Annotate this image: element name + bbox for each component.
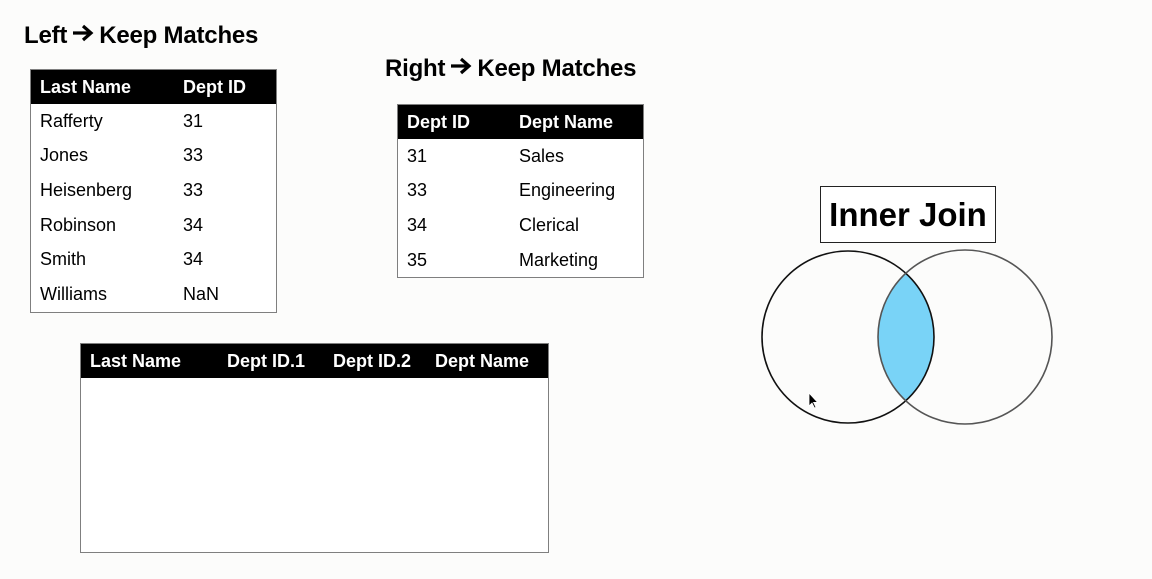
- column-header-dept-id: Dept ID: [407, 111, 470, 132]
- left-table-header: Last Name Dept ID: [31, 70, 276, 104]
- left-table-cell: Heisenberg: [40, 179, 133, 200]
- table-row: 34 Clerical: [398, 208, 643, 243]
- left-table-cell: 33: [183, 179, 204, 200]
- venn-diagram: [761, 249, 1053, 425]
- mouse-pointer-icon: [808, 392, 819, 409]
- right-heading: Right Keep Matches: [385, 55, 637, 83]
- column-header-last-name: Last Name: [90, 350, 182, 371]
- right-table-cell: Engineering: [519, 180, 616, 201]
- right-arrow-icon: [449, 55, 473, 83]
- table-row: Williams NaN: [31, 277, 276, 312]
- right-table-header: Dept ID Dept Name: [398, 105, 643, 139]
- left-table-cell: Rafferty: [40, 110, 103, 131]
- column-header-dept-id: Dept ID: [183, 76, 246, 97]
- left-table-cell: 33: [183, 145, 204, 166]
- right-table-cell: 33: [407, 180, 428, 201]
- left-table-cell: Smith: [40, 249, 87, 270]
- right-table-cell: 34: [407, 214, 428, 235]
- right-table-cell: Clerical: [519, 214, 580, 235]
- right-heading-label: Right: [385, 55, 446, 82]
- right-table-cell: Marketing: [519, 249, 599, 270]
- result-table: Last Name Dept ID.1 Dept ID.2 Dept Name: [80, 343, 549, 553]
- left-table-cell: Robinson: [40, 214, 117, 235]
- column-header-dept-id-1: Dept ID.1: [227, 350, 306, 371]
- table-row: Heisenberg 33: [31, 173, 276, 208]
- column-header-dept-id-2: Dept ID.2: [333, 350, 412, 371]
- left-table-cell: 34: [183, 249, 204, 270]
- table-row: Smith 34: [31, 242, 276, 277]
- table-row: Rafferty 31: [31, 104, 276, 139]
- right-heading-keep-label: Keep Matches: [477, 55, 637, 82]
- venn-left-circle: [761, 250, 935, 424]
- left-heading-keep-label: Keep Matches: [99, 22, 259, 49]
- table-row: 33 Engineering: [398, 174, 643, 209]
- table-row: 31 Sales: [398, 139, 643, 174]
- right-table-cell: 35: [407, 249, 428, 270]
- left-table-cell: Williams: [40, 283, 107, 304]
- left-heading-label: Left: [24, 22, 68, 49]
- left-table-cell: NaN: [183, 283, 220, 304]
- venn-right-circle: [877, 249, 1053, 425]
- left-heading: Left Keep Matches: [24, 22, 258, 50]
- column-header-dept-name: Dept Name: [435, 350, 530, 371]
- right-table-cell: 31: [407, 145, 428, 166]
- right-table: Dept ID Dept Name 31 Sales 33 Engineering 34…: [397, 104, 644, 279]
- right-table-body: 31 Sales 33 Engineering 34 Clerical 35 Marketin…: [398, 139, 643, 277]
- left-table-cell: 34: [183, 214, 204, 235]
- venn-intersection: [878, 251, 934, 423]
- result-table-header: Last Name Dept ID.1 Dept ID.2 Dept Name: [81, 344, 548, 378]
- right-table-cell: Sales: [519, 145, 565, 166]
- column-header-last-name: Last Name: [40, 76, 132, 97]
- venn-title: Inner Join: [820, 186, 996, 243]
- right-arrow-icon: [71, 22, 95, 50]
- table-row: 35 Marketing: [398, 243, 643, 278]
- column-header-dept-name: Dept Name: [519, 111, 614, 132]
- table-row: Jones 33: [31, 139, 276, 174]
- left-table-cell: 31: [183, 110, 204, 131]
- table-row: Robinson 34: [31, 208, 276, 243]
- left-table-cell: Jones: [40, 145, 89, 166]
